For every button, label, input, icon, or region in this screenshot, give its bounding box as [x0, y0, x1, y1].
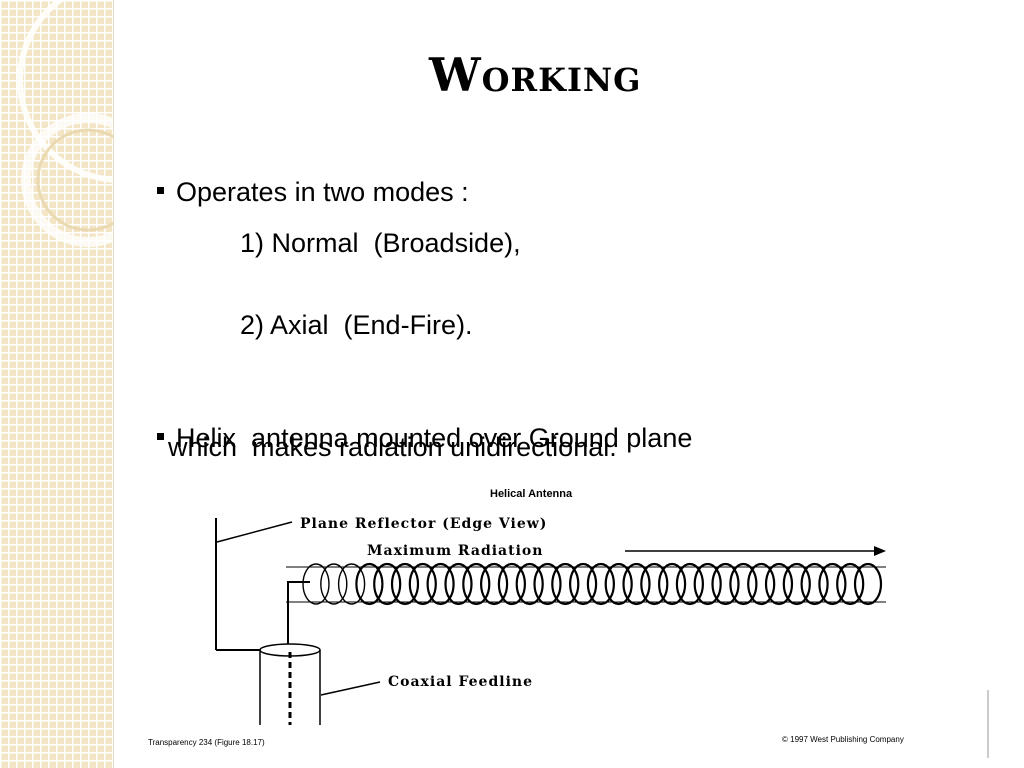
feedline-label: Coaxial Feedline: [388, 674, 533, 690]
helix-turn: [497, 562, 526, 606]
slide-title: Working: [429, 48, 642, 102]
helix-turn: [604, 562, 633, 606]
bullet-icon: [157, 433, 165, 441]
bullet-item-helix: Helix antenna mounted over Ground plane: [142, 392, 692, 454]
bullet-icon: [157, 187, 165, 195]
helix-turn: [408, 562, 437, 606]
helix-turn: [302, 563, 330, 605]
helix-turn: [444, 562, 473, 606]
helix-turn: [533, 562, 562, 606]
helical-antenna-diagram: Helical Antenna Plane Reflector (Edge Vi…: [148, 488, 989, 758]
helix-turn: [711, 562, 740, 606]
helix-turn: [462, 562, 491, 606]
mode-item-normal: 1) Normal (Broadside),: [240, 228, 521, 258]
helix-turn: [551, 562, 580, 606]
reflector-label: Plane Reflector (Edge View): [300, 516, 547, 532]
helix-turn: [640, 562, 669, 606]
helix-turn: [569, 562, 598, 606]
helix-turn: [747, 562, 776, 606]
helix-turn: [337, 563, 366, 605]
helix-turn: [426, 562, 455, 606]
helix-turn: [675, 562, 705, 606]
feedline-leader-line: [320, 681, 381, 696]
helix-turn: [800, 562, 829, 606]
helix-turn: [657, 562, 687, 606]
decorative-circles: [17, 0, 113, 247]
caption-left: Transparency 234 (Figure 18.17): [148, 738, 265, 747]
helix-turn: [373, 562, 402, 606]
helix-turn: [818, 562, 847, 606]
coaxial-feedline: [259, 643, 321, 725]
helix-turn: [586, 562, 615, 606]
bullet-item-modes: Operates in two modes :: [142, 146, 469, 208]
reflector-leader-line: [216, 521, 293, 543]
helix-turn: [390, 562, 420, 606]
radiation-arrow-head: [874, 546, 886, 556]
helix-turn: [729, 562, 758, 606]
helix-turn: [480, 562, 509, 606]
helix-turn: [515, 562, 544, 606]
helix-turn: [853, 562, 883, 606]
helix-turn: [355, 562, 384, 606]
helix-turn: [782, 562, 811, 606]
helix-turn: [320, 563, 348, 605]
radiation-label: Maximum Radiation: [367, 543, 543, 559]
decorative-side-panel: [0, 0, 114, 768]
helix-turn: [693, 562, 722, 606]
caption-right: © 1997 West Publishing Company: [782, 735, 904, 744]
mode-item-axial: 2) Axial (End-Fire).: [240, 310, 473, 340]
diagram-heading: Helical Antenna: [490, 488, 573, 500]
bullet-text: Operates in two modes :: [176, 177, 469, 207]
helix-turn: [764, 562, 794, 606]
bullet-item-helix-continuation: which makes radiation unidirectional.: [168, 432, 617, 462]
helix-feed-wire: [287, 581, 310, 650]
helix-coil: [302, 562, 883, 606]
bullet-text: Helix antenna mounted over Ground plane: [176, 423, 693, 453]
helix-turn: [622, 562, 651, 606]
helix-turn: [836, 562, 865, 606]
